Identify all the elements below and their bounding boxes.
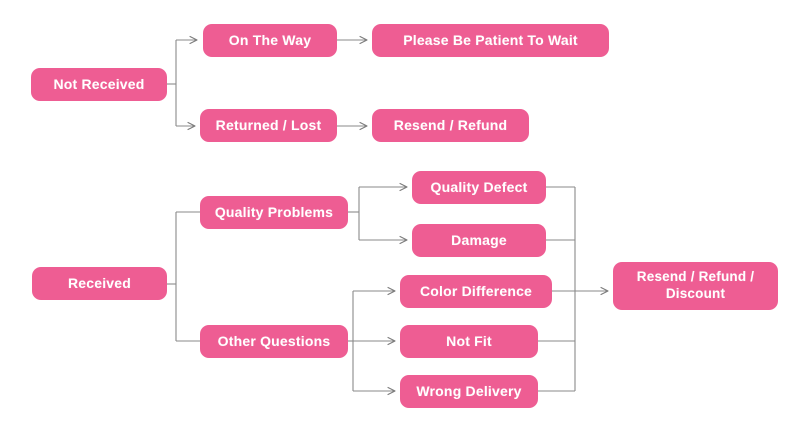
node-returned-lost[interactable]: Returned / Lost — [200, 109, 337, 142]
node-received[interactable]: Received — [32, 267, 167, 300]
node-quality-defect[interactable]: Quality Defect — [412, 171, 546, 204]
node-resend-refund[interactable]: Resend / Refund — [372, 109, 529, 142]
node-other-questions[interactable]: Other Questions — [200, 325, 348, 358]
node-color-difference[interactable]: Color Difference — [400, 275, 552, 308]
node-quality-problems[interactable]: Quality Problems — [200, 196, 348, 229]
node-damage[interactable]: Damage — [412, 224, 546, 257]
node-please-be-patient-to-wait[interactable]: Please Be Patient To Wait — [372, 24, 609, 57]
node-not-received[interactable]: Not Received — [31, 68, 167, 101]
node-wrong-delivery[interactable]: Wrong Delivery — [400, 375, 538, 408]
node-on-the-way[interactable]: On The Way — [203, 24, 337, 57]
node-resend-refund-discount[interactable]: Resend / Refund / Discount — [613, 262, 778, 310]
node-not-fit[interactable]: Not Fit — [400, 325, 538, 358]
